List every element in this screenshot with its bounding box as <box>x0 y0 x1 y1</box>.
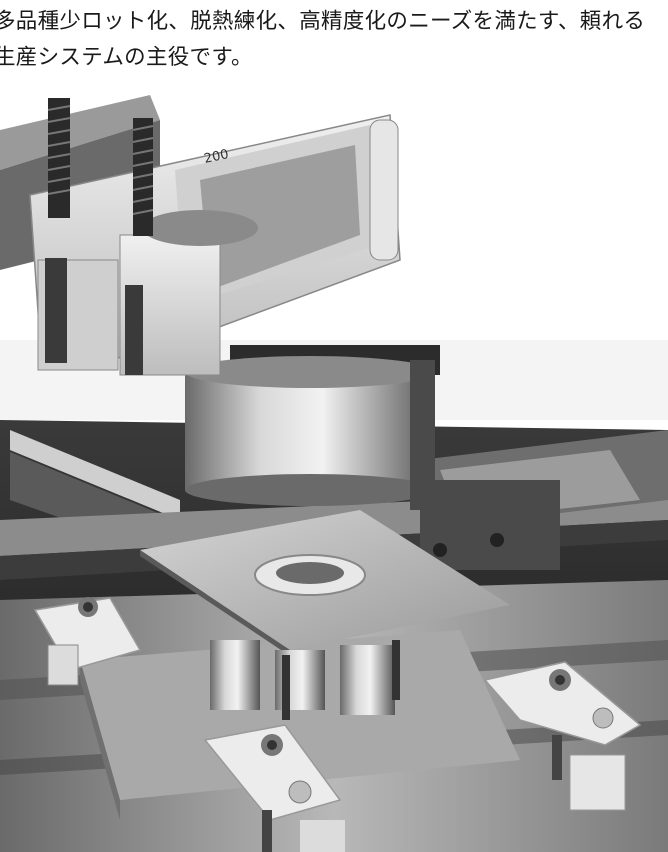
machine-photo: 200 <box>0 80 668 852</box>
clamp-right <box>483 661 642 811</box>
caption-line-1: 多品種少ロット化、脱熱練化、高精度化のニーズを満たす、頼れる <box>0 9 646 34</box>
support-cylinders <box>210 640 400 720</box>
spring-bolts <box>47 98 154 236</box>
clamp-left <box>33 597 142 686</box>
clamp-bottom <box>203 724 345 852</box>
workpiece-plate <box>140 510 510 656</box>
gripper-arm: 200 <box>0 95 401 376</box>
spindle-cylinder <box>185 345 440 510</box>
arm-stamp-label: 200 <box>203 147 230 167</box>
caption-line-2: 生産システムの主役です。 <box>0 45 253 70</box>
